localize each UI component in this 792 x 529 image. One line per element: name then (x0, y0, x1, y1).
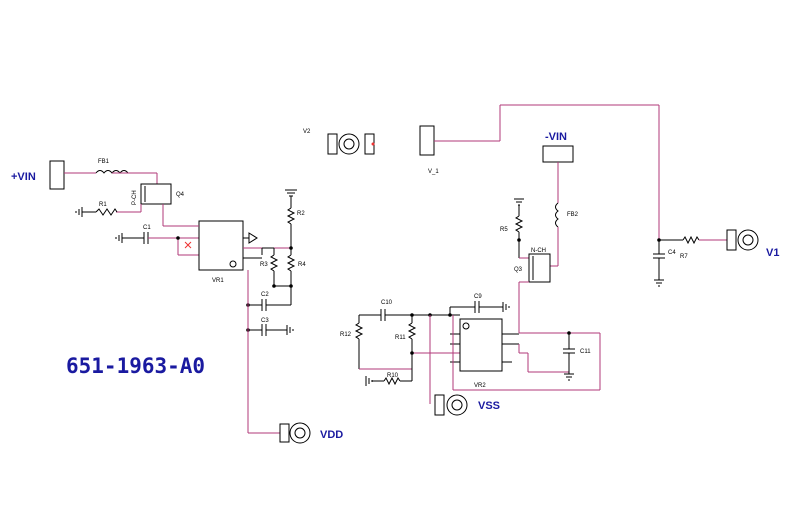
r2-resistor: R2 (286, 207, 305, 225)
r5-resistor: R5 (500, 215, 524, 233)
r7-resistor: R7 (680, 235, 700, 260)
v2-connector[interactable]: V2 (303, 129, 375, 155)
fb1-inductor: FB1 (95, 159, 129, 174)
vin-neg-connector[interactable]: -VIN (542, 131, 574, 163)
q3-transistor: N-CH Q3 (514, 248, 551, 283)
q4-type-label: P-CH (132, 190, 138, 205)
r3-label: R3 (260, 262, 268, 268)
c11-capacitor: C11 (563, 348, 591, 355)
c2-capacitor: C2 (261, 292, 269, 311)
v1-connector[interactable]: V1 (726, 229, 779, 259)
vss-connector[interactable]: VSS (434, 394, 500, 416)
v-1-label: V_1 (428, 169, 439, 175)
q3-type-label: N-CH (531, 248, 546, 254)
r12-label: R12 (340, 332, 352, 338)
fb2-inductor: FB2 (555, 202, 579, 228)
vdd-connector[interactable]: VDD (279, 422, 343, 444)
q4-label: Q4 (176, 192, 185, 198)
vss-label: VSS (478, 400, 500, 412)
r1-resistor: R1 (95, 202, 118, 216)
r12-resistor: R12 (340, 322, 364, 340)
q4-transistor: P-CH Q4 (132, 183, 185, 205)
r10-resistor: R10 (383, 373, 401, 386)
r2-label: R2 (297, 211, 305, 217)
c4-label: C4 (668, 250, 676, 256)
r7-label: R7 (680, 254, 688, 260)
vdd-label: VDD (320, 429, 343, 441)
r4-resistor: R4 (286, 254, 306, 272)
v-1-connector[interactable]: V_1 (419, 125, 439, 175)
vr1-regulator: VR1 (198, 220, 244, 284)
c10-label: C10 (381, 300, 393, 306)
c9-label: C9 (474, 294, 482, 300)
vr1-label: VR1 (212, 278, 224, 284)
c9-capacitor: C9 (474, 294, 482, 313)
c3-label: C3 (261, 318, 269, 324)
r11-resistor: R11 (395, 322, 417, 341)
r5-label: R5 (500, 227, 508, 233)
c1-label: C1 (143, 225, 151, 231)
c4-capacitor: C4 (653, 250, 676, 259)
vin-pos-connector[interactable]: +VIN (11, 160, 65, 190)
c3-capacitor: C3 (261, 318, 269, 336)
r4-label: R4 (298, 262, 306, 268)
vin-pos-label: +VIN (11, 171, 36, 183)
c10-capacitor: C10 (380, 300, 393, 321)
v1-label: V1 (766, 247, 779, 259)
r11-label: R11 (395, 335, 406, 341)
fb1-label: FB1 (98, 159, 110, 165)
ground-symbol (75, 207, 83, 217)
part-number: 651-1963-A0 (66, 354, 205, 378)
q3-label: Q3 (514, 267, 523, 273)
c1-capacitor: C1 (143, 225, 151, 244)
fb2-label: FB2 (567, 212, 579, 218)
c2-label: C2 (261, 292, 269, 298)
c11-label: C11 (580, 349, 591, 355)
vin-neg-label: -VIN (545, 131, 567, 143)
r10-label: R10 (387, 373, 399, 379)
vr2-label: VR2 (474, 383, 486, 389)
r3-resistor: R3 (260, 254, 279, 272)
r1-label: R1 (99, 202, 107, 208)
v2-label: V2 (303, 129, 311, 135)
vr2-regulator: VR2 (459, 318, 503, 389)
